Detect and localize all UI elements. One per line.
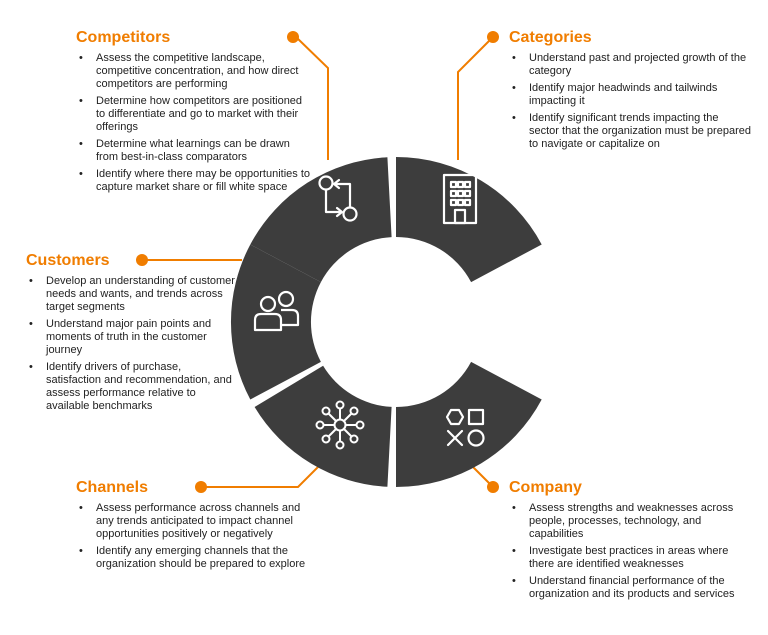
connector-lines: [142, 36, 494, 488]
company-list: Assess strengths and weaknesses across p…: [509, 502, 745, 601]
list-item: Understand major pain points and moments…: [26, 318, 236, 357]
channels-title: Channels: [76, 479, 149, 496]
categories-section: Categories Understand past and projected…: [509, 29, 751, 155]
list-item: Understand financial performance of the …: [509, 575, 745, 601]
customers-title: Customers: [26, 252, 110, 269]
network-hub-icon: [315, 400, 365, 450]
dot-categories: [487, 31, 499, 43]
ring-segments: [230, 157, 542, 487]
company-title: Company: [509, 479, 582, 496]
list-item: Investigate best practices in areas wher…: [509, 545, 745, 571]
dot-company: [487, 481, 499, 493]
competitors-title: Competitors: [76, 29, 171, 46]
company-section: Company Assess strengths and weaknesses …: [509, 479, 745, 605]
categories-list: Understand past and projected growth of …: [509, 52, 751, 151]
list-item: Assess performance across channels and a…: [76, 502, 308, 541]
connector-dots: [136, 31, 499, 493]
list-item: Assess strengths and weaknesses across p…: [509, 502, 745, 541]
customers-list: Develop an understanding of customer nee…: [26, 275, 236, 413]
list-item: Assess the competitive landscape, compet…: [76, 52, 312, 91]
list-item: Identify major headwinds and tailwinds i…: [509, 82, 751, 108]
categories-title: Categories: [509, 29, 592, 46]
list-item: Understand past and projected growth of …: [509, 52, 751, 78]
list-item: Determine what learnings can be drawn fr…: [76, 138, 312, 164]
segment-customers: [230, 244, 321, 400]
list-item: Identify significant trends impacting th…: [509, 112, 751, 151]
office-building-icon: [442, 173, 478, 225]
flow-arrows-icon: [318, 175, 358, 222]
connector-categories: [457, 36, 494, 160]
shapes-icon: [445, 408, 485, 447]
competitors-section: Competitors Assess the competitive lands…: [76, 29, 312, 198]
people-icon: [253, 290, 300, 332]
connector-channels: [201, 461, 324, 488]
customers-section: Customers Develop an understanding of cu…: [26, 252, 236, 417]
connector-competitors: [295, 36, 329, 160]
channels-section: Channels Assess performance across chann…: [76, 479, 308, 575]
list-item: Develop an understanding of customer nee…: [26, 275, 236, 314]
list-item: Identify where there may be opportunitie…: [76, 168, 312, 194]
channels-list: Assess performance across channels and a…: [76, 502, 308, 571]
dot-competitors: [287, 31, 299, 43]
list-item: Identify drivers of purchase, satisfacti…: [26, 361, 236, 413]
segment-competitors: [250, 157, 392, 283]
segment-categories: [396, 157, 542, 283]
competitors-list: Assess the competitive landscape, compet…: [76, 52, 312, 194]
list-item: Identify any emerging channels that the …: [76, 545, 308, 571]
dot-channels: [195, 481, 207, 493]
list-item: Determine how competitors are positioned…: [76, 95, 312, 134]
dot-customers: [136, 254, 148, 266]
